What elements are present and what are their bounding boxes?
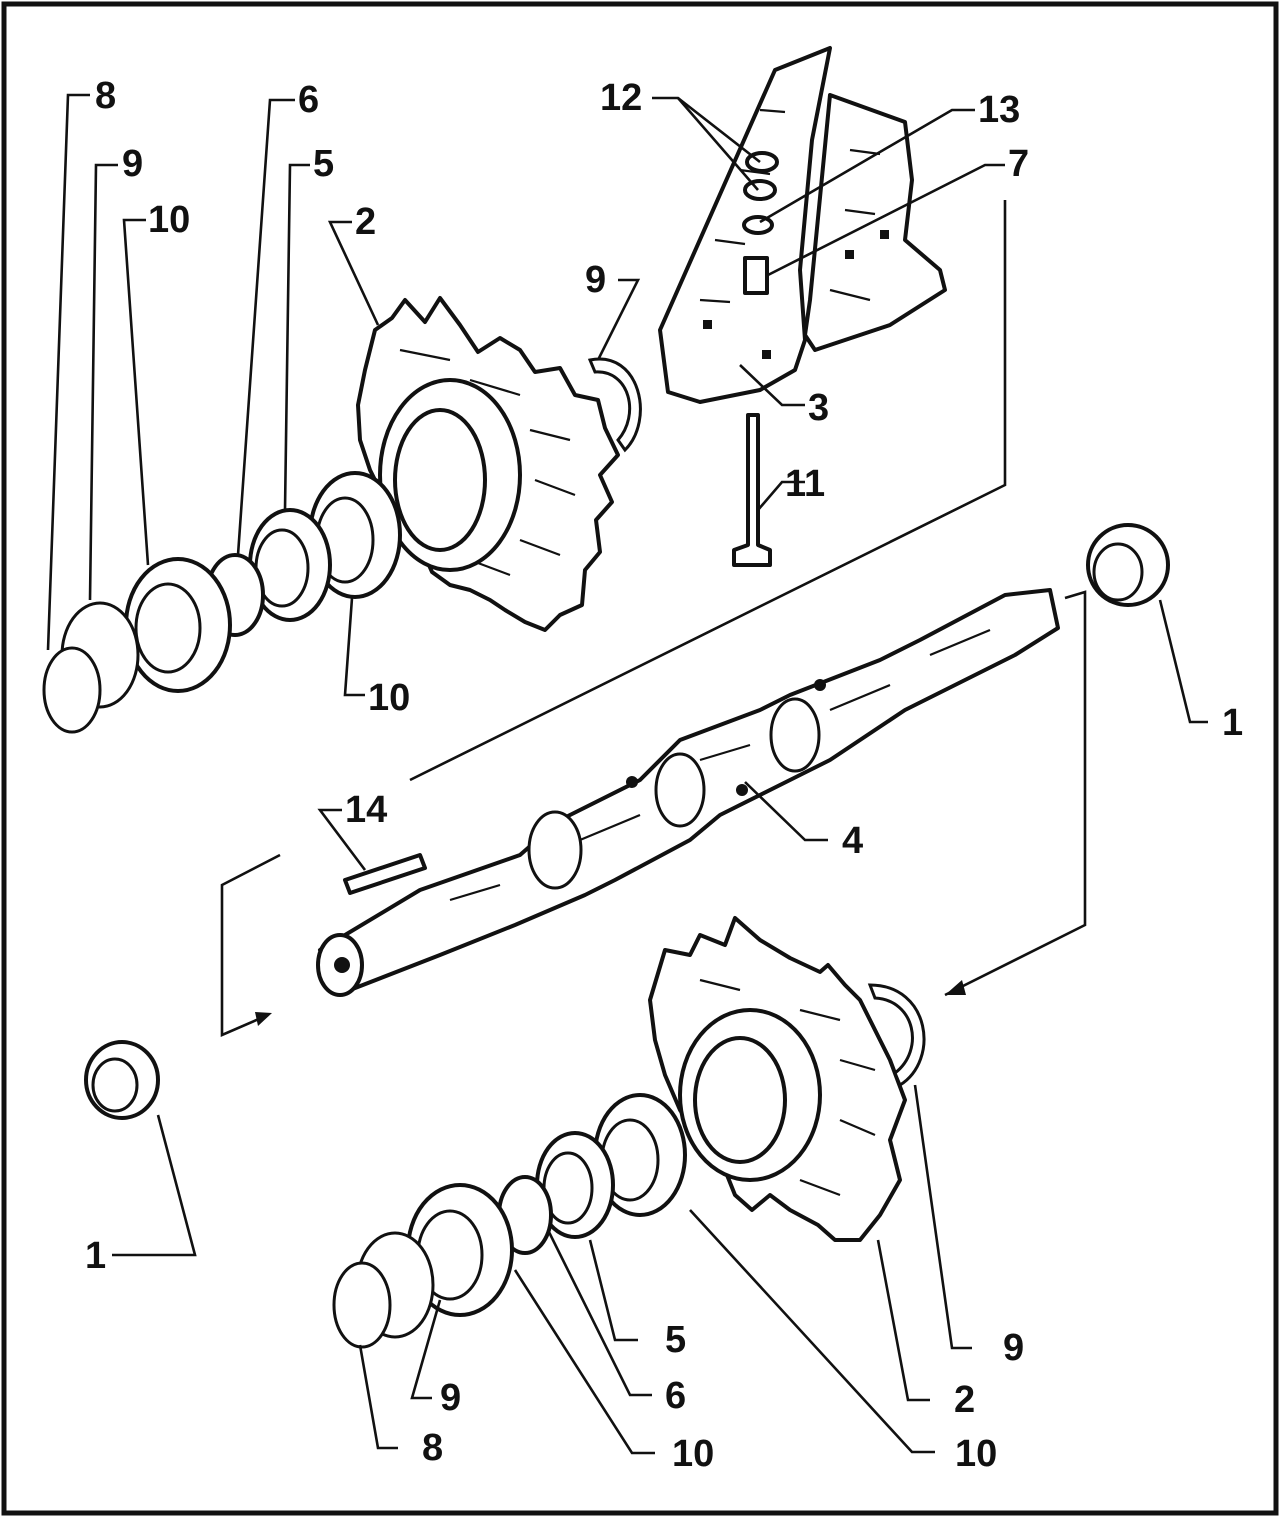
sprocket-lower-shading xyxy=(699,978,876,1197)
bracket-hole xyxy=(762,350,771,359)
callout-9-top: 9 xyxy=(122,143,143,185)
nut-7 xyxy=(743,256,769,295)
callout-5-top: 5 xyxy=(313,143,334,185)
assembly-path-upper xyxy=(409,200,1007,782)
lower-sprocket-assembly xyxy=(332,916,926,1349)
leader-11 xyxy=(757,480,805,511)
callout-10-top: 10 xyxy=(148,199,190,241)
assembly-path-right xyxy=(944,590,1087,997)
leader-1-right xyxy=(1158,599,1208,724)
bushing-1-right-bore xyxy=(1092,542,1144,602)
bolt-11 xyxy=(732,413,772,567)
shaft-shading xyxy=(449,628,991,902)
leader-12b xyxy=(677,97,759,191)
callout-7: 7 xyxy=(1008,143,1029,185)
leader-10-bot-left xyxy=(513,1269,655,1455)
leader-8-bot xyxy=(358,1344,398,1450)
leader-2-top xyxy=(327,220,380,326)
bushing-1-left xyxy=(84,1040,160,1120)
callout-10-mid: 10 xyxy=(368,677,410,719)
bearing-10-upper-outer-bore xyxy=(134,582,202,674)
leader-4 xyxy=(744,781,828,842)
shaft-assembly xyxy=(316,588,1060,997)
callout-2-bot: 2 xyxy=(954,1379,975,1421)
washer-13 xyxy=(742,215,774,235)
callout-9-bot-right: 9 xyxy=(1003,1327,1024,1369)
callout-2-top: 2 xyxy=(355,201,376,243)
bracket-hole xyxy=(703,320,712,329)
leader-9-mid xyxy=(596,278,641,361)
bracket-hole xyxy=(845,250,854,259)
bracket-plate-rear xyxy=(803,93,947,352)
callout-5-bot: 5 xyxy=(665,1319,686,1361)
washer-12-lower xyxy=(743,179,777,201)
leader-1-left xyxy=(112,1114,197,1257)
shaft-pin-hole xyxy=(626,776,638,788)
callout-11: 11 xyxy=(785,463,825,505)
callout-14: 14 xyxy=(345,789,387,831)
bracket-shading xyxy=(699,108,881,304)
leader-5-top xyxy=(283,163,310,511)
callout-12: 12 xyxy=(600,77,642,119)
shaft-collar xyxy=(527,810,583,890)
sprocket-hub-bore-lower xyxy=(693,1036,787,1164)
callout-8-top: 8 xyxy=(95,75,116,117)
mounting-bracket-assembly xyxy=(658,46,947,567)
leader-8-top xyxy=(46,93,90,651)
leader-10-mid xyxy=(343,597,365,697)
callout-10-bot-left: 10 xyxy=(672,1433,714,1475)
retaining-ring-9-mid xyxy=(587,357,642,453)
shaft-collar xyxy=(654,752,706,828)
snap-ring-8-upper xyxy=(42,646,102,734)
snap-ring-8-lower xyxy=(332,1261,392,1349)
callout-labels: 8 9 10 6 5 2 9 12 13 7 3 11 10 1 14 4 1 … xyxy=(85,75,1243,1475)
shaft-pin-hole xyxy=(814,679,826,691)
arrow-head-left xyxy=(255,1012,272,1026)
callout-9-mid: 9 xyxy=(585,259,606,301)
leader-10-bot-right xyxy=(689,1209,935,1454)
callout-13: 13 xyxy=(978,89,1020,131)
callout-10-bot-right: 10 xyxy=(955,1433,997,1475)
callout-1-left: 1 xyxy=(85,1235,106,1277)
leader-13 xyxy=(759,108,975,224)
callout-9-bot-left: 9 xyxy=(440,1377,461,1419)
callout-1-right: 1 xyxy=(1222,702,1243,744)
leader-6-bot xyxy=(546,1229,652,1397)
leader-9-bot-right xyxy=(913,1084,972,1350)
shaft-bore-left xyxy=(334,957,350,973)
bushing-1-right xyxy=(1086,523,1170,607)
leader-2-bot xyxy=(876,1239,930,1402)
bracket-hole xyxy=(880,230,889,239)
callout-8-bot: 8 xyxy=(422,1427,443,1469)
assembly-path-left xyxy=(220,853,281,1037)
callout-6-top: 6 xyxy=(298,79,319,121)
callout-3: 3 xyxy=(808,387,829,429)
leader-7 xyxy=(767,163,1005,277)
leader-3 xyxy=(739,364,805,407)
leader-10-top xyxy=(122,218,150,566)
sprocket-hub-bore-upper xyxy=(393,408,487,552)
leader-5-bot xyxy=(588,1239,638,1342)
leader-lines xyxy=(46,93,1208,1455)
upper-sprocket-assembly xyxy=(42,296,642,734)
shaft-collar xyxy=(769,697,821,773)
leader-9-top xyxy=(88,163,118,601)
leader-14 xyxy=(317,808,367,871)
retaining-ring-9-lower-right xyxy=(867,983,926,1088)
bushing-1-left-bore xyxy=(91,1057,139,1113)
sprocket-upper-shading xyxy=(399,348,576,577)
callout-4: 4 xyxy=(842,820,863,862)
leader-9-bot-left xyxy=(410,1299,442,1400)
arrow-head-right xyxy=(945,980,966,995)
leader-6-top xyxy=(236,98,295,556)
shaft-pin-hole xyxy=(736,784,748,796)
key-14 xyxy=(343,853,427,895)
callout-6-bot: 6 xyxy=(665,1375,686,1417)
